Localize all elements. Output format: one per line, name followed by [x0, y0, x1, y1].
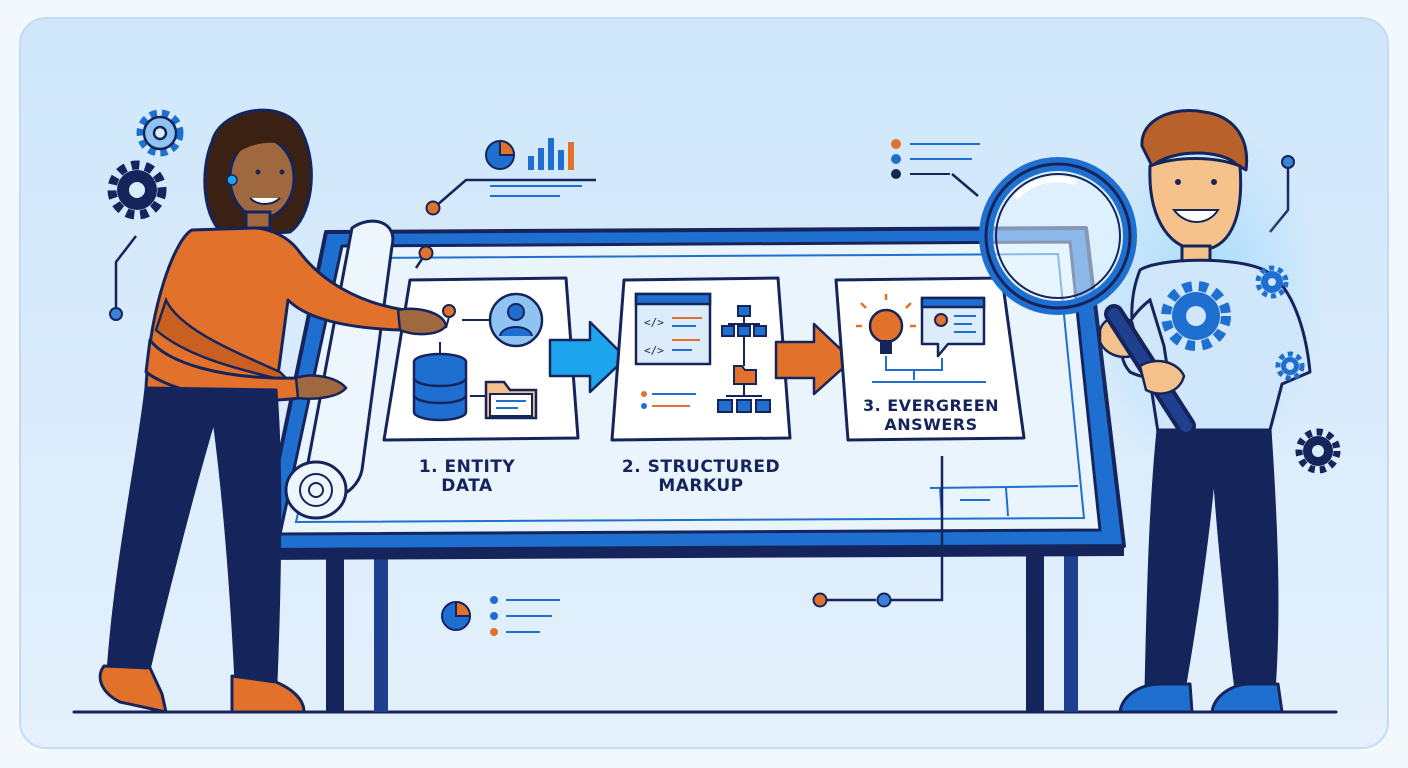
list-icon	[490, 596, 560, 636]
step-3-label-line2: ANSWERS	[884, 415, 978, 434]
connector-line	[114, 235, 137, 312]
svg-text:</>: </>	[644, 344, 664, 357]
blueprint-roll	[284, 219, 395, 520]
list-icon	[891, 139, 980, 179]
push-pin-icon	[414, 245, 434, 269]
list-icon	[641, 391, 696, 409]
step-2-label-line1: 2. STRUCTURED	[621, 457, 781, 477]
step-1-label-line1: 1. ENTITY	[418, 457, 516, 477]
folder-icon	[733, 365, 757, 385]
step-card-structured-markup: </> </>	[610, 276, 792, 442]
bar-chart-icon	[528, 138, 574, 170]
gear-icon	[107, 160, 167, 220]
hand	[1138, 359, 1186, 395]
gear-icon	[136, 109, 184, 157]
pie-chart-icon	[441, 600, 472, 631]
step-card-evergreen-answers	[834, 276, 1026, 442]
svg-text:</>: </>	[644, 316, 664, 329]
man-character	[1088, 109, 1324, 714]
code-window-icon: </> </>	[634, 292, 712, 366]
hierarchy-icon	[721, 305, 767, 337]
gear-icon	[1255, 265, 1289, 299]
gear-icon	[1161, 281, 1231, 351]
flow-arrow	[548, 320, 628, 394]
step-2-label: 2. STRUCTURED MARKUP	[606, 458, 796, 496]
lightbulb-icon	[856, 294, 916, 354]
step-3-label-line1: 3. EVERGREEN	[862, 396, 1000, 415]
folder-icon	[484, 380, 538, 420]
hierarchy-icon	[717, 384, 771, 413]
gear-icon	[1295, 428, 1341, 474]
user-icon	[488, 292, 544, 348]
step-3-inline-label: 3. EVERGREEN ANSWERS	[856, 396, 1006, 434]
step-2-label-line2: MARKUP	[658, 476, 744, 496]
flow-arrow	[774, 322, 854, 396]
woman-character	[98, 108, 456, 714]
gear-icon	[1275, 351, 1305, 381]
step-1-label: 1. ENTITY DATA	[392, 458, 542, 496]
chat-bubble-icon	[920, 296, 986, 358]
database-icon	[412, 352, 468, 422]
pie-chart-icon	[485, 139, 516, 170]
step-1-label-line2: DATA	[441, 476, 493, 496]
drafting-table-legs	[326, 552, 1078, 712]
